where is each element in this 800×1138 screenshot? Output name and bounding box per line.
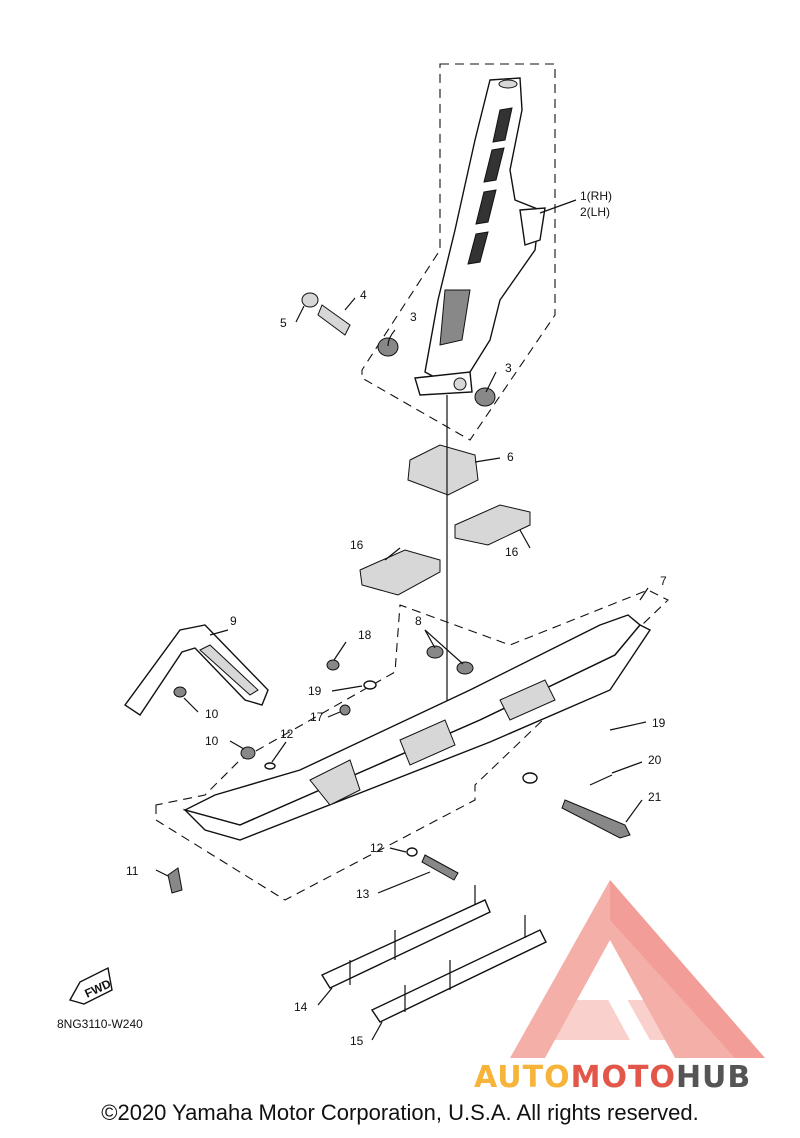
callout-3a: 3 [410,310,417,324]
brand-wordmark: AUTOMOTOHUB [474,1060,751,1095]
copyright-notice: ©2020 Yamaha Motor Corporation, U.S.A. A… [101,1100,699,1125]
callout-19a: 19 [308,684,322,698]
callout-15: 15 [350,1034,364,1048]
bolt-13 [421,854,459,881]
wear-bars [320,885,547,1023]
washer-12a [264,762,276,770]
brand-part-moto: MOTO [570,1060,676,1095]
bushing-3b [474,387,496,407]
ski-group-boundary [155,589,669,901]
leader-lines [155,199,649,1041]
bolt-21 [561,799,631,839]
callout-10a: 10 [205,707,219,721]
nut-18 [326,659,340,671]
callout-21: 21 [648,790,662,804]
collar-4 [317,304,351,336]
nut-5 [301,292,319,308]
brand-part-hub: HUB [675,1060,752,1095]
nut-10b [240,746,256,760]
wear-bar-14 [320,899,491,989]
callout-14: 14 [294,1000,308,1014]
collar-bushings [301,292,496,407]
callout-11: 11 [126,864,139,878]
cotter-pin-20 [589,774,613,786]
callout-18: 18 [358,628,372,642]
ski-body [182,614,652,841]
hardware [167,659,631,894]
plate-16a [359,549,441,596]
callout-8: 8 [415,614,422,628]
callout-6: 6 [507,450,514,464]
bushing-8a [426,645,444,659]
brand-part-auto: AUTO [474,1060,571,1095]
callout-12b: 12 [370,841,384,855]
callout-9: 9 [230,614,237,628]
callout-16b: 16 [505,545,519,559]
callout-4: 4 [360,288,367,302]
bushing-3a [377,337,399,357]
damper-6 [407,444,479,496]
callout-10b: 10 [205,734,219,748]
bolt-11 [167,867,183,894]
callout-16a: 16 [350,538,364,552]
nut-17 [339,704,351,716]
callout-13: 13 [356,887,370,901]
callout-20: 20 [648,753,662,767]
callout-12a: 12 [280,727,294,741]
spindle-group-boundary [361,63,556,441]
wear-bar-15 [370,929,547,1023]
fwd-arrow-icon: FWD [68,966,113,1005]
washer-12b [406,847,418,857]
ski-handle [124,624,269,716]
callout-1: 1(RH) [580,189,612,203]
washer-19a [363,680,377,690]
nut-10a [173,686,187,698]
callout-labels: 1(RH) 2(LH) 3 3 4 5 6 7 8 9 10 10 11 12 … [126,189,667,1048]
callout-7: 7 [660,574,667,588]
callout-17: 17 [310,710,324,724]
callout-5: 5 [280,316,287,330]
bushing-8b [456,661,474,675]
callout-2: 2(LH) [580,205,610,219]
ski-spindle [414,77,546,396]
callout-19b: 19 [652,716,666,730]
plate-16b [454,504,531,546]
washer-19b [522,772,538,784]
diagram-code: 8NG3110-W240 [57,1017,143,1031]
watermark-logo [510,880,765,1058]
callout-3b: 3 [505,361,512,375]
